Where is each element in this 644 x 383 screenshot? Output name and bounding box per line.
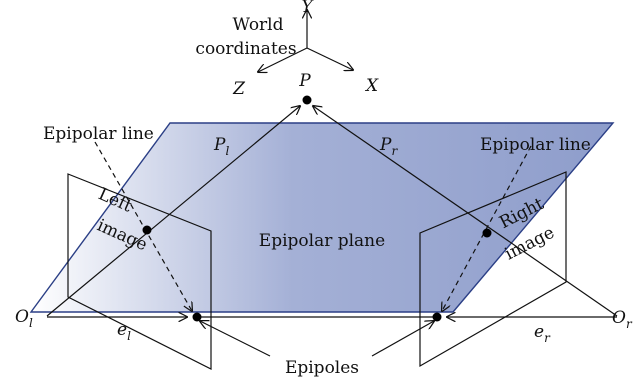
epipolar-plane [29,122,615,313]
ray-left-label: Pl [213,135,229,158]
epipolar-line-left-label: Epipolar line [43,124,154,144]
origin-left-label: Ol [15,307,33,330]
epipolar-line-right-label: Epipolar line [480,135,591,155]
epipolar-line-right [442,145,532,311]
left-image-point [142,225,152,235]
ray-right-label: Pr [379,135,398,158]
point-p [302,95,312,105]
epipole-left-mark: el [117,320,131,343]
ray-left [46,106,300,317]
epipoles-pointer-right [371,321,434,357]
epipole-left [192,312,202,322]
world-label-line1: World [233,15,284,35]
epipole-right [432,312,442,322]
z-axis-label: Z [232,79,246,99]
right-image-point [482,228,492,238]
x-axis-label: X [364,76,379,96]
epipoles-caption: Epipoles [285,358,359,378]
right-image-plane [419,171,567,368]
y-axis-label: Y [301,0,314,17]
ray-right [313,106,618,317]
epipolar-plane-label: Epipolar plane [259,231,385,251]
left-image-plane [67,173,212,370]
point-p-label: P [298,71,311,91]
epipolar-line-left [94,141,192,311]
world-label-line2: coordinates [195,39,296,59]
epipole-right-mark: er [534,322,551,345]
x-axis [306,47,353,70]
origin-right-label: Or [612,308,633,331]
z-axis [258,47,308,72]
epipoles-pointer-left [200,321,271,357]
